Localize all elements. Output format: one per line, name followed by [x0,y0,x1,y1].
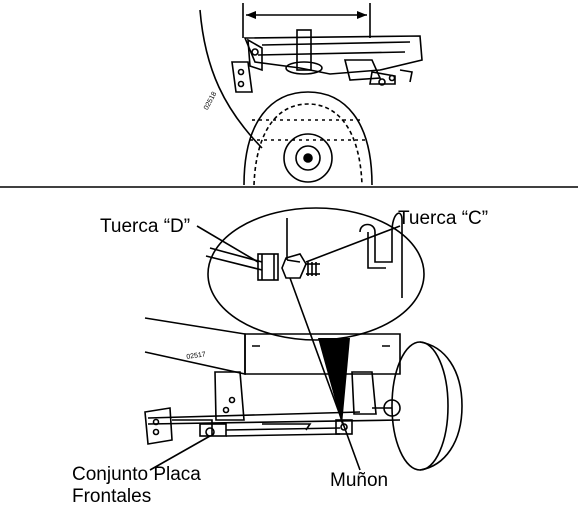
leader-tuerca-c [305,225,401,263]
front-wheel [243,91,373,186]
detail-ellipse [207,207,425,341]
deck-front [144,317,246,375]
conjunto-placa-frontales [144,407,341,445]
wheel [372,341,463,471]
left-bracket [231,61,253,93]
nut-c [281,253,320,279]
label-tuerca-d: Tuerca “D” [100,216,191,237]
label-conjunto-placa: Conjunto Placa [72,464,201,485]
deck-outline [199,9,263,149]
label-frontales: Frontales [72,486,152,507]
top-view-drawing [199,3,423,186]
measurement-arrow [242,3,371,38]
leader-munon [289,277,361,471]
bottom-view-drawing [144,207,463,471]
leader-conjunto [149,435,211,471]
slot-bracket [359,212,403,298]
label-tuerca-c: Tuerca “C” [398,208,489,229]
detail-pointer [318,338,350,425]
leader-tuerca-d [196,225,259,263]
nut-d [257,253,279,281]
label-munon: Muñon [330,470,389,491]
